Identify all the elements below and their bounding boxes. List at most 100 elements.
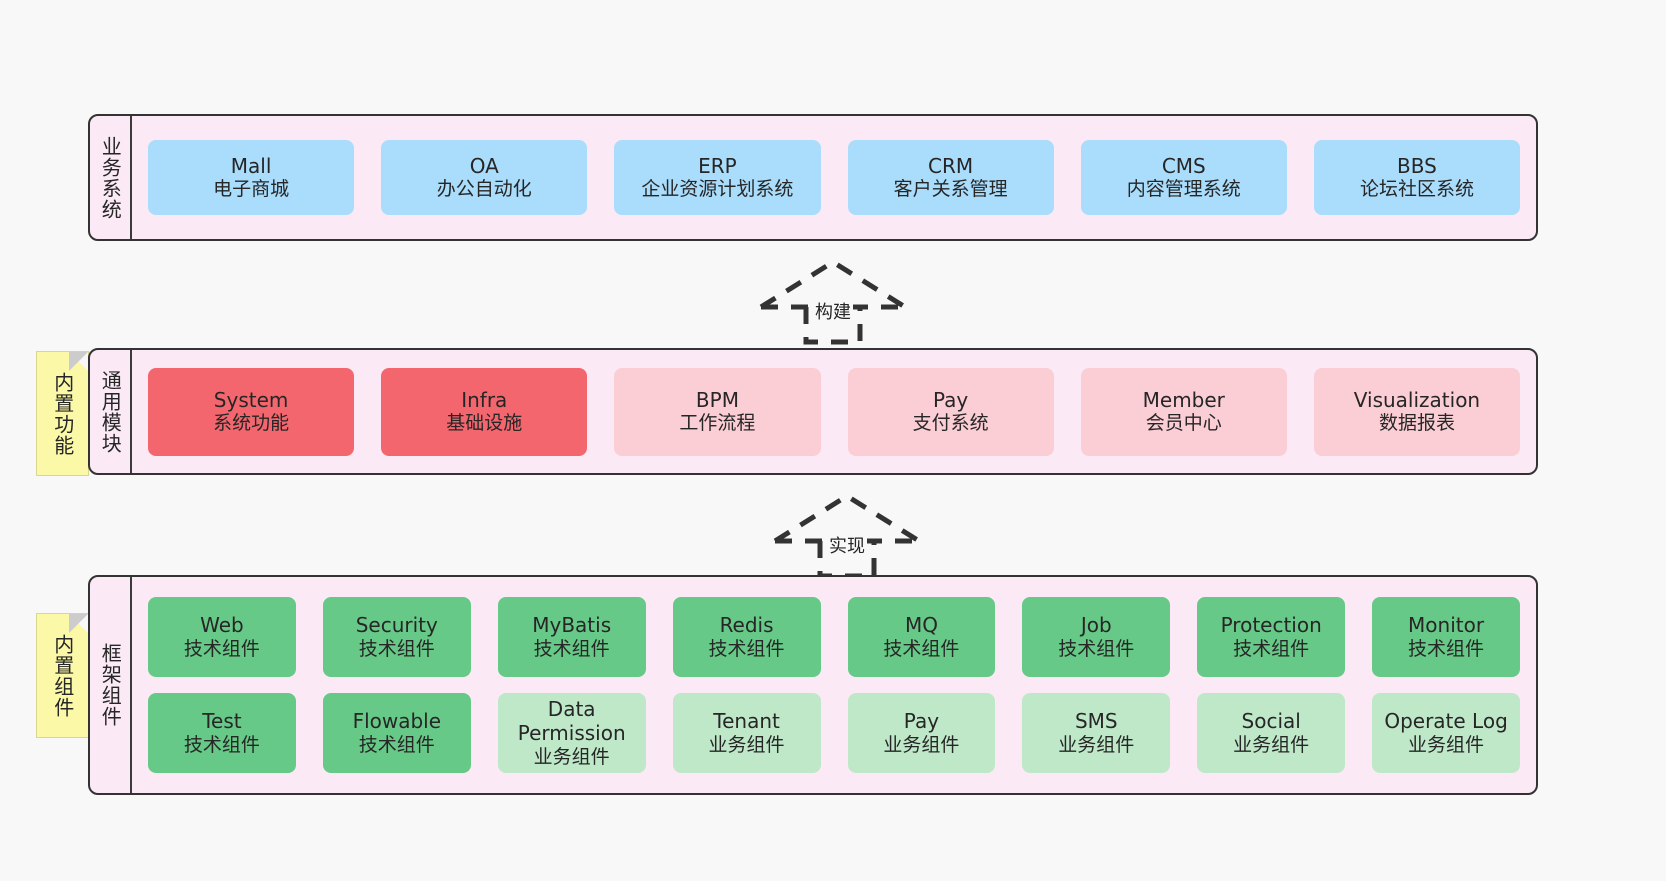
connector-label: 构建 xyxy=(813,298,853,324)
box-cms[interactable]: CMS 内容管理系统 xyxy=(1080,140,1287,215)
box-title-cn: 内容管理系统 xyxy=(1126,178,1241,201)
box-title-cn: 电子商城 xyxy=(213,178,290,201)
box-title-cn: 技术组件 xyxy=(1058,637,1135,660)
box-title-en: CRM xyxy=(928,153,974,178)
box-title-en: OA xyxy=(469,153,499,178)
business-row-1: Mall 电子商城 OA 办公自动化 ERP 企业资源计划系统 CRM 客户关系… xyxy=(148,140,1521,215)
box-web[interactable]: Web 技术组件 xyxy=(148,597,296,677)
box-title-en: Infra xyxy=(461,387,508,412)
box-job[interactable]: Job 技术组件 xyxy=(1022,597,1171,677)
sticky-note-builtin-features: 内置功能 xyxy=(36,351,89,476)
layer-title-common-modules: 通用模块 xyxy=(90,350,132,473)
connector-build: 构建 xyxy=(758,258,908,345)
box-title-cn: 支付系统 xyxy=(912,412,989,435)
box-visualization[interactable]: Visualization 数据报表 xyxy=(1313,367,1521,456)
box-erp[interactable]: ERP 企业资源计划系统 xyxy=(614,140,821,215)
box-redis[interactable]: Redis 技术组件 xyxy=(672,597,821,677)
box-title-en: CMS xyxy=(1161,153,1206,178)
layer-common-modules: 通用模块 System 系统功能 Infra 基础设施 BPM 工作流程 Pay… xyxy=(88,348,1538,475)
box-crm[interactable]: CRM 客户关系管理 xyxy=(847,140,1054,215)
box-title-en: Data Permission xyxy=(517,697,626,746)
box-title-cn: 业务组件 xyxy=(1233,733,1310,756)
box-mybatis[interactable]: MyBatis 技术组件 xyxy=(497,597,646,677)
box-title-en: Pay xyxy=(932,387,969,412)
connector-label: 实现 xyxy=(827,532,867,558)
box-title-en: Monitor xyxy=(1408,613,1485,638)
box-member[interactable]: Member 会员中心 xyxy=(1080,367,1287,456)
sticky-note-builtin-components: 内置组件 xyxy=(36,613,89,738)
box-title-cn: 技术组件 xyxy=(183,733,260,756)
box-mall[interactable]: Mall 电子商城 xyxy=(148,140,355,215)
box-protection[interactable]: Protection 技术组件 xyxy=(1197,597,1346,677)
box-title-cn: 论坛社区系统 xyxy=(1359,178,1474,201)
box-security[interactable]: Security 技术组件 xyxy=(322,597,471,677)
box-title-en: Pay xyxy=(903,709,940,734)
box-title-en: BPM xyxy=(695,387,739,412)
box-oa[interactable]: OA 办公自动化 xyxy=(381,140,588,215)
box-system[interactable]: System 系统功能 xyxy=(148,367,355,456)
box-title-cn: 技术组件 xyxy=(1233,637,1310,660)
box-title-cn: 技术组件 xyxy=(883,637,960,660)
box-infra[interactable]: Infra 基础设施 xyxy=(381,367,588,456)
layer-title-framework-components: 框架组件 xyxy=(90,577,132,793)
box-sms[interactable]: SMS 业务组件 xyxy=(1022,693,1171,773)
sticky-note-label: 内置功能 xyxy=(50,371,75,456)
connector-realize: 实现 xyxy=(772,492,922,579)
box-title-cn: 技术组件 xyxy=(358,733,435,756)
box-title-cn: 业务组件 xyxy=(708,733,785,756)
layer-body-business-systems: Mall 电子商城 OA 办公自动化 ERP 企业资源计划系统 CRM 客户关系… xyxy=(132,116,1536,239)
box-title-en: ERP xyxy=(698,153,737,178)
box-title-en: BBS xyxy=(1397,153,1437,178)
box-title-cn: 技术组件 xyxy=(183,637,260,660)
box-title-cn: 技术组件 xyxy=(708,637,785,660)
layer-body-common-modules: System 系统功能 Infra 基础设施 BPM 工作流程 Pay 支付系统… xyxy=(132,350,1536,473)
box-title-cn: 业务组件 xyxy=(533,745,610,768)
box-title-en: System xyxy=(213,387,289,412)
box-title-en: Member xyxy=(1142,387,1225,412)
layer-business-systems: 业务系统 Mall 电子商城 OA 办公自动化 ERP 企业资源计划系统 CRM… xyxy=(88,114,1538,241)
common-row-1: System 系统功能 Infra 基础设施 BPM 工作流程 Pay 支付系统… xyxy=(148,367,1521,456)
box-title-cn: 系统功能 xyxy=(213,412,290,435)
box-title-en: Tenant xyxy=(713,709,780,734)
box-title-en: SMS xyxy=(1074,709,1118,734)
box-test[interactable]: Test 技术组件 xyxy=(148,693,296,773)
box-bbs[interactable]: BBS 论坛社区系统 xyxy=(1313,140,1521,215)
box-title-en: Security xyxy=(355,613,438,638)
box-title-en: Job xyxy=(1080,613,1112,638)
box-title-cn: 业务组件 xyxy=(1408,733,1485,756)
box-title-en: Social xyxy=(1241,709,1301,734)
sticky-note-label: 内置组件 xyxy=(50,633,75,718)
box-title-cn: 技术组件 xyxy=(1408,637,1485,660)
layer-title-business-systems: 业务系统 xyxy=(90,116,132,239)
box-title-cn: 业务组件 xyxy=(883,733,960,756)
box-title-en: Mall xyxy=(230,153,272,178)
box-pay-module[interactable]: Pay 支付系统 xyxy=(847,367,1054,456)
box-tenant[interactable]: Tenant 业务组件 xyxy=(672,693,821,773)
box-flowable[interactable]: Flowable 技术组件 xyxy=(322,693,471,773)
box-title-cn: 业务组件 xyxy=(1058,733,1135,756)
box-title-en: Visualization xyxy=(1353,387,1481,412)
box-title-en: Operate Log xyxy=(1384,709,1508,734)
box-mq[interactable]: MQ 技术组件 xyxy=(847,597,996,677)
framework-row-2: Test 技术组件 Flowable 技术组件 Data Permission … xyxy=(148,693,1520,773)
box-title-en: Web xyxy=(200,613,244,638)
box-bpm[interactable]: BPM 工作流程 xyxy=(614,367,821,456)
box-title-en: Test xyxy=(202,709,242,734)
box-monitor[interactable]: Monitor 技术组件 xyxy=(1372,597,1520,677)
box-title-en: Flowable xyxy=(352,709,442,734)
layer-body-framework-components: Web 技术组件 Security 技术组件 MyBatis 技术组件 Redi… xyxy=(132,577,1536,793)
box-title-cn: 工作流程 xyxy=(679,412,756,435)
box-title-en: Redis xyxy=(719,613,774,638)
box-data-permission[interactable]: Data Permission 业务组件 xyxy=(497,693,646,773)
box-title-cn: 会员中心 xyxy=(1145,412,1222,435)
box-operate-log[interactable]: Operate Log 业务组件 xyxy=(1372,693,1520,773)
framework-row-1: Web 技术组件 Security 技术组件 MyBatis 技术组件 Redi… xyxy=(148,597,1520,677)
box-title-en: Protection xyxy=(1220,613,1322,638)
box-social[interactable]: Social 业务组件 xyxy=(1197,693,1346,773)
box-title-cn: 办公自动化 xyxy=(436,178,532,201)
box-title-en: MyBatis xyxy=(532,613,612,638)
box-pay-component[interactable]: Pay 业务组件 xyxy=(847,693,996,773)
box-title-cn: 客户关系管理 xyxy=(893,178,1008,201)
layer-framework-components: 框架组件 Web 技术组件 Security 技术组件 MyBatis 技术组件… xyxy=(88,575,1538,795)
